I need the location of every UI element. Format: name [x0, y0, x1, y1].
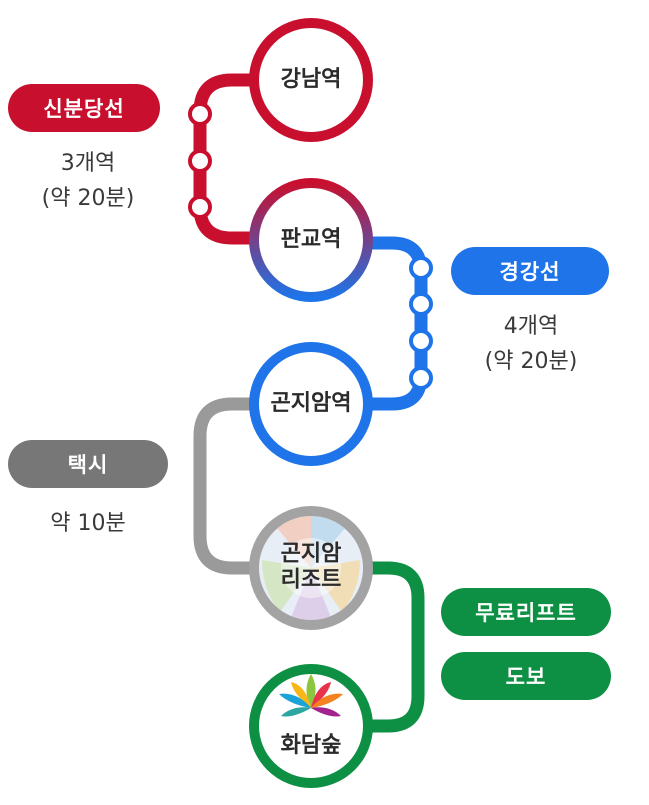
green-line — [372, 561, 425, 733]
gyeonggang-stops — [409, 256, 433, 390]
sinbundang-stops-text: 3개역 — [60, 151, 116, 176]
taxi-line — [193, 397, 250, 575]
gyeonggang-info: 4개역 (약 20분) — [485, 309, 578, 379]
gyeonggang-time-text: (약 20분) — [484, 349, 578, 375]
lift-badge: 무료리프트 — [441, 588, 611, 636]
station-resort: 곤지암 리조트 — [281, 542, 342, 595]
taxi-time-text: 약 10분 — [50, 511, 126, 536]
taxi-badge: 택시 — [8, 440, 168, 488]
gangnam-circle — [249, 18, 373, 142]
gyeonggang-stops-text: 4개역 — [503, 314, 559, 339]
station-hwadam: 화담숲 — [280, 732, 342, 758]
gyeonggang-line — [365, 236, 428, 411]
gyeonggang-badge: 경강선 — [451, 247, 609, 295]
gonjiam-circle — [249, 342, 373, 466]
station-pangyo: 판교역 — [280, 226, 342, 252]
sinbundang-badge: 신분당선 — [8, 84, 160, 132]
sinbundang-time-text: (약 20분) — [41, 186, 135, 212]
station-gonjiam: 곤지암역 — [270, 390, 352, 416]
pangyo-circle — [249, 178, 373, 302]
hwadam-circle — [249, 664, 373, 788]
resort-circle — [249, 506, 373, 630]
station-resort-line1: 곤지암 — [280, 541, 342, 567]
station-resort-line2: 리조트 — [280, 568, 342, 593]
station-gangnam: 강남역 — [280, 66, 342, 92]
sinbundang-stops — [188, 102, 212, 219]
hwadam-logo-icon — [279, 674, 343, 717]
walk-badge: 도보 — [441, 652, 611, 700]
sinbundang-info: 3개역 (약 20분) — [42, 146, 135, 216]
